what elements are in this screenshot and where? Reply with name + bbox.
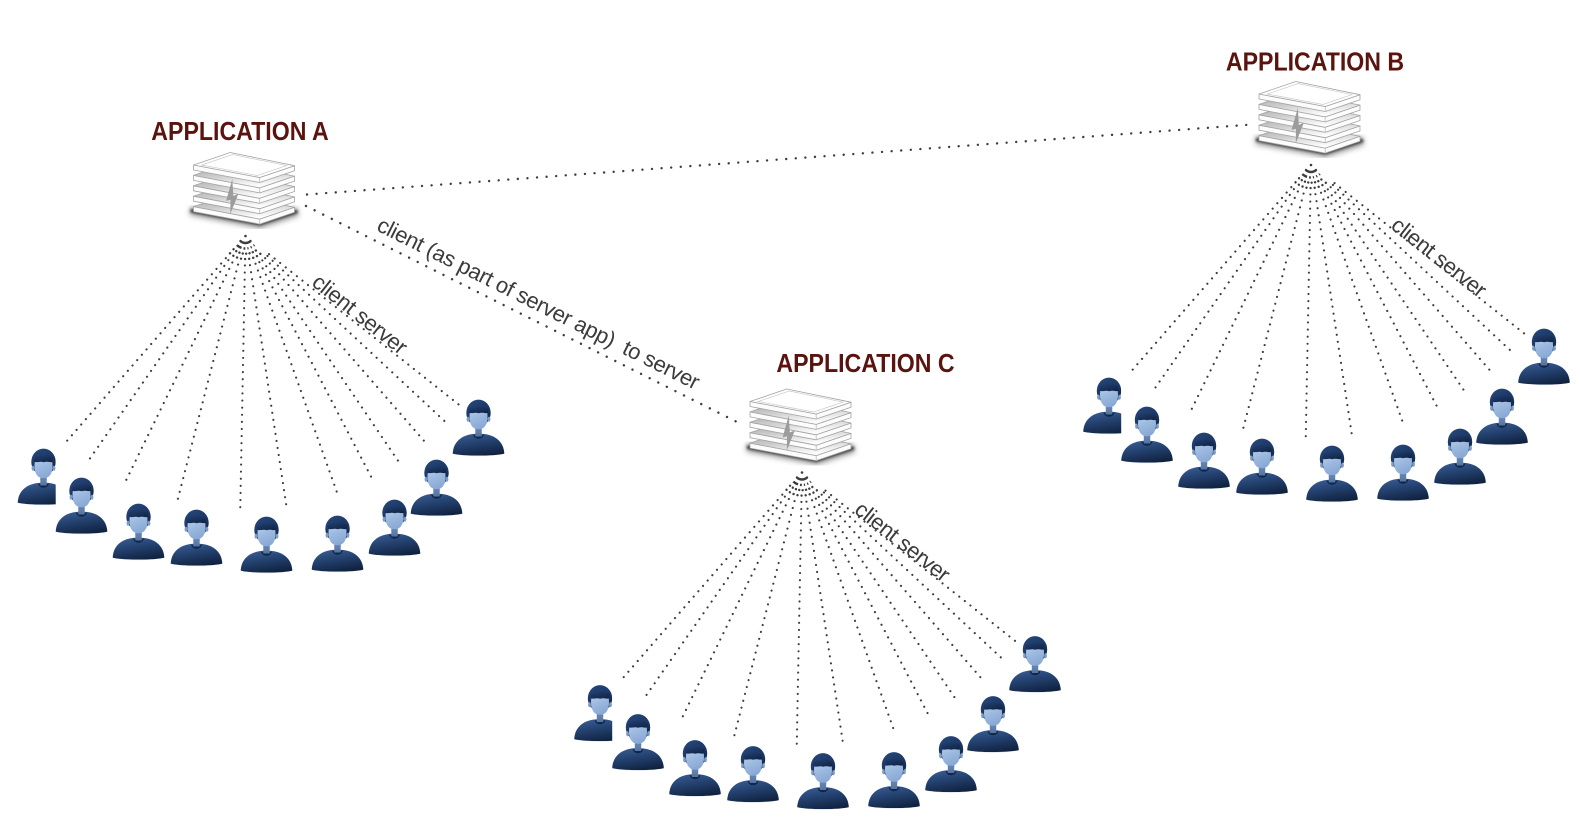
svg-text:APPLICATION B: APPLICATION B (1226, 49, 1404, 77)
svg-text:APPLICATION A: APPLICATION A (151, 118, 328, 146)
svg-text:APPLICATION C: APPLICATION C (776, 350, 954, 378)
svg-text:client (as part of server app): client (as part of server app) to server (373, 212, 703, 394)
svg-text:client server: client server (850, 496, 955, 586)
svg-text:client server: client server (1387, 212, 1492, 302)
svg-text:client server: client server (307, 269, 412, 359)
